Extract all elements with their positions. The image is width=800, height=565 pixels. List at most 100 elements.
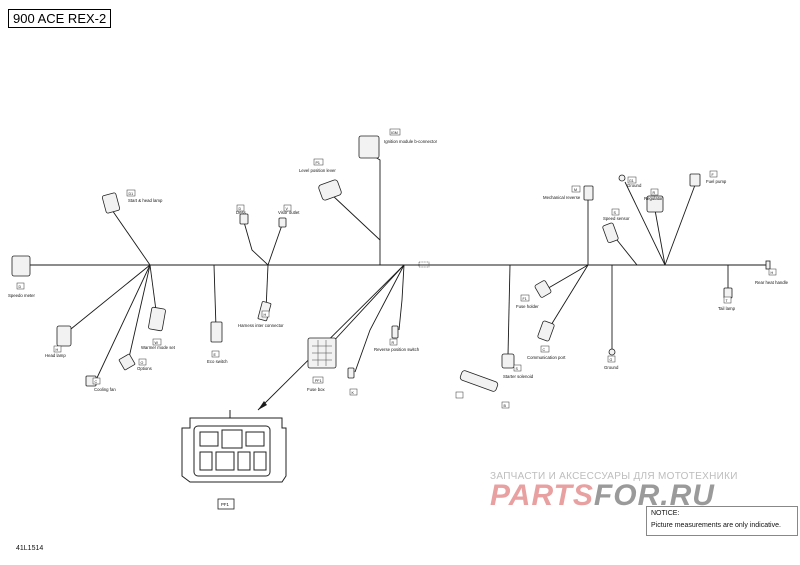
starter-b-tag: B [504,404,507,408]
comm-port-connector [537,320,555,342]
eco-connector [210,321,223,343]
pf1-slot-1 [199,431,219,447]
harness-wires [28,154,768,411]
splice-marker [418,261,430,268]
mechanical-connector [583,185,594,201]
pf1-inner [193,425,271,477]
ground-bottom-tag: G [610,358,613,362]
options-label: Options [137,366,152,371]
pf1-outline [181,417,287,483]
regulator-connector [646,195,664,213]
regulator-tag: R [653,191,656,195]
mechanical-label: Mechanical reverse [543,195,581,200]
wire-options [127,264,151,363]
fuel-pump-tag: F [712,173,715,177]
wire-to-pf1 [257,264,405,411]
tail-lamp-label: Tail lamp [718,306,736,311]
wire-regulator [654,209,666,266]
fuel-pump-label: Fuel pump [706,179,727,184]
speedo-tag: D [19,285,22,289]
tag-boxes [16,128,777,409]
starter-connector [501,353,515,369]
brand-part1: PARTS [490,479,594,512]
fuse-box-grid [312,340,332,366]
starter-tag: S [516,367,519,371]
comm-port-label: Communication port [527,355,566,360]
head-lamp-tag: H [56,348,59,352]
pf1-box [217,498,235,510]
options-tag: O [141,361,144,365]
fuse-box-tag: PF1 [315,379,322,383]
watermark-text: ЗАПЧАСТИ И АКСЕССУАРЫ ДЛЯ МОТОТЕХНИКИ [490,471,738,482]
head-lamp-connector [56,325,72,347]
lever-connector [318,179,342,201]
start-head-tag: D1 [129,192,134,196]
reverse-connector [391,325,399,339]
pf1-slot-7 [253,451,267,471]
reverse-tag: R [392,341,395,345]
wire-cooling-fan [95,264,151,381]
speedo-label: Speedo meter [8,293,36,298]
regulator-label: Regulator [644,196,663,201]
dess-connector [239,213,249,225]
arrow-head [258,401,267,410]
speed-sensor-label: Speed sensor [603,216,630,221]
options-connector [118,353,136,371]
visor-connector [278,217,287,228]
rear-heat-tag: H [771,271,774,275]
ground-bottom-label: Ground [604,365,619,370]
ground-top-connector [618,174,626,182]
dess-tag: D [239,207,242,211]
speed-sensor-connector [602,222,619,244]
speed-sensor-tag: S [614,211,617,215]
harness-inter-label: Harness inter connector [238,323,284,328]
starter-solenoid [459,370,499,392]
small-left-tag: K [352,391,355,395]
fuse-holder-label: Fuse holder [516,304,539,309]
visor-tag: V [286,207,289,211]
notice-heading: NOTICE: [651,510,680,517]
wire-ignition [371,154,381,265]
visor-label: Visor outlet [278,210,300,215]
wire-starter [507,264,511,356]
lever-tag: P1 [316,161,320,165]
speedo-connector [11,255,31,277]
warmer-connector [148,306,166,332]
pf1-slot-3 [245,431,265,447]
wire-dess-visor [243,221,283,266]
wire-fuse-box [329,264,405,346]
pf1-slot-2 [221,429,243,449]
harness-inter-tag: H [264,313,267,317]
diagram-title: 900 ACE REX-2 [8,9,112,28]
tail-lamp-connector [723,287,733,299]
tail-lamp-tag: T [726,299,729,303]
rear-heat-label: Rear heat handle [755,280,789,285]
cooling-fan-label: Cooling fan [94,387,116,392]
connectors [11,135,771,392]
wire-fuel-pump [664,184,696,266]
mechanical-tag: M [574,188,577,192]
ignition-tag: IGM [391,131,398,135]
wire-head-lamp [65,264,151,334]
fuse-holder-connector [534,280,552,298]
ignition-connector [358,135,380,159]
dess-label: Dess [236,210,246,215]
pf1-slot-5 [215,451,235,471]
reference-code: 41L1514 [16,545,44,552]
notice-box: NOTICE: Picture measurements are only in… [646,506,798,536]
wire-fuse-holder [544,264,589,291]
ground-top-label: Ground [627,183,642,188]
small-connector [347,367,355,379]
pf1-connector [181,410,287,483]
wire-start-head [111,209,151,266]
cooling-fan-tag: C [95,380,98,384]
ground-bottom-connector [608,348,616,356]
ground-top-tag: G1 [629,179,634,183]
pf1-slot-4 [199,451,213,471]
eco-tag: E [214,353,217,357]
lever-label: Level position lever [299,168,336,173]
wire-starter-left [354,264,405,373]
head-lamp-label: Head lamp [45,353,66,358]
pf1-slot-6 [237,451,251,471]
